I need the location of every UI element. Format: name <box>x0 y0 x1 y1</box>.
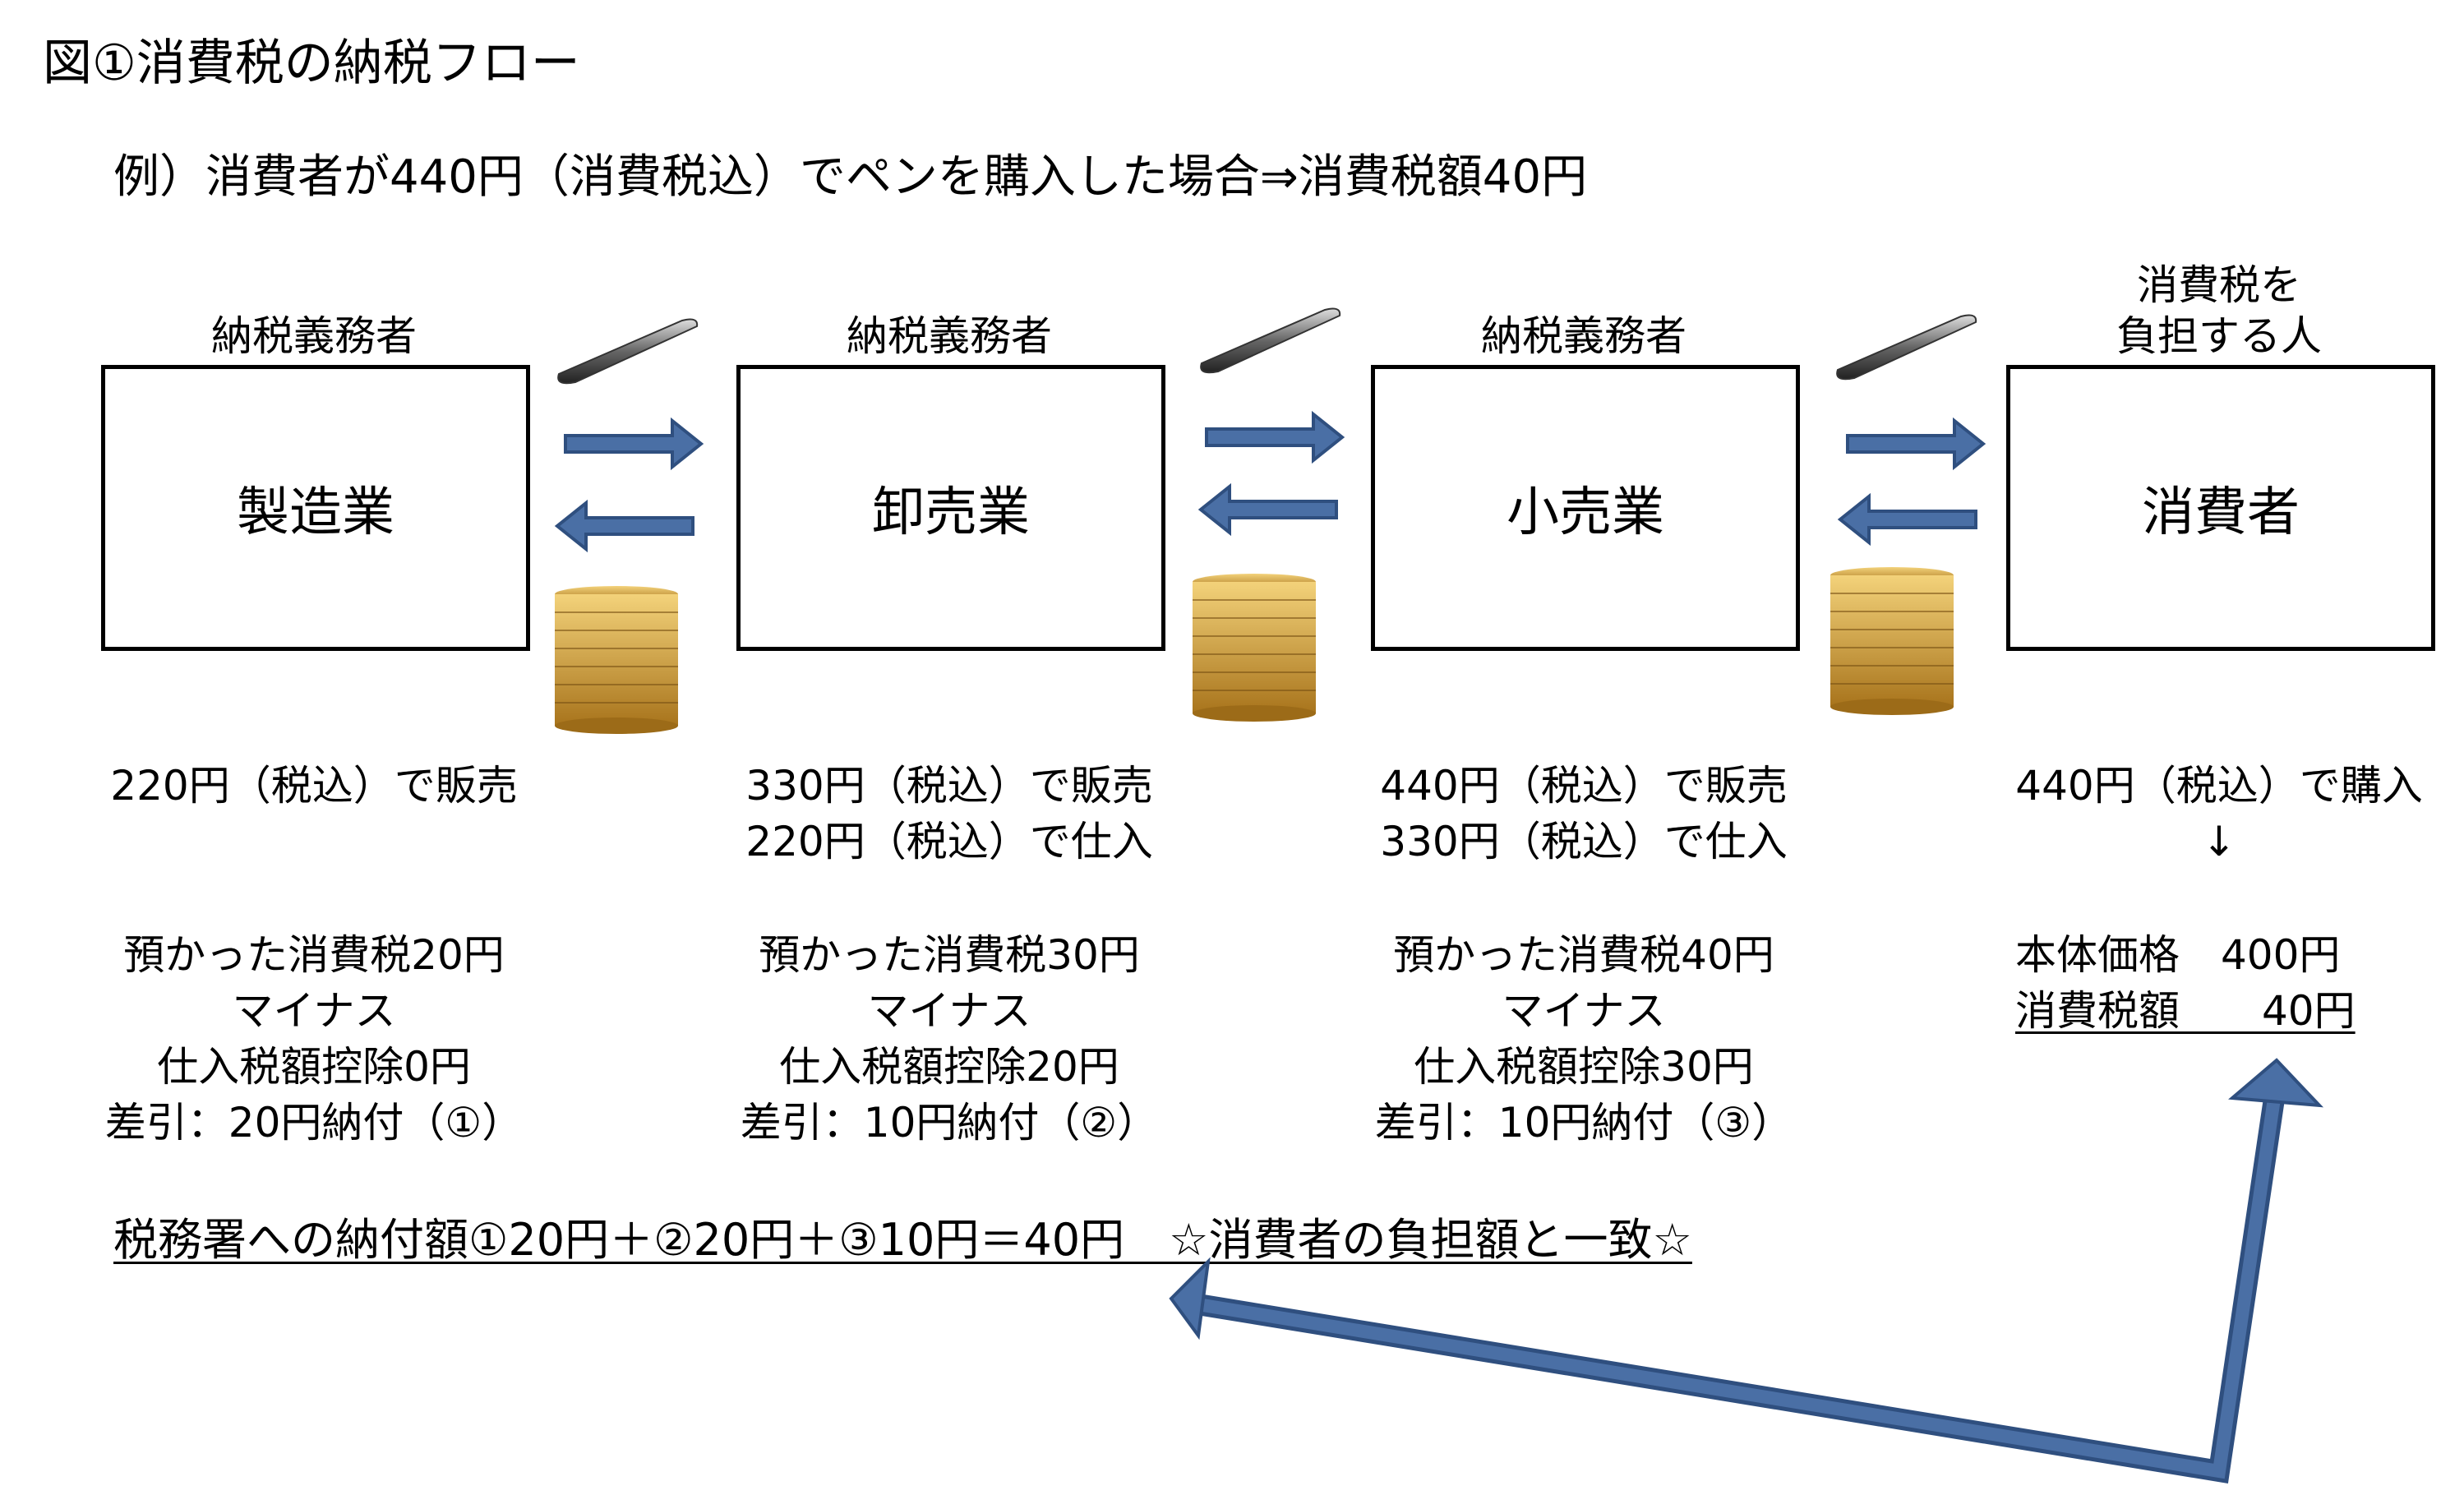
role-label: 納税義務者 <box>211 312 417 360</box>
box-wholesaler: 卸売業 <box>736 365 1165 651</box>
example-text: 例）消費者が440円（消費税込）でペンを購入した場合⇒消費税額40円 <box>113 150 1588 204</box>
arrow-left-icon <box>556 501 694 551</box>
role-label: 納税義務者 <box>847 312 1052 360</box>
calc-text: 預かった消費税20円マイナス仕入税額控除0円差引：20円納付（①） <box>104 931 524 1147</box>
arrow-left-icon <box>1199 485 1338 534</box>
coins-icon <box>1830 566 1954 716</box>
arrow-left-icon <box>1839 495 1977 544</box>
trade-text: 220円（税込）で販売 <box>110 762 518 810</box>
pen-icon <box>1836 314 1977 381</box>
coins-icon <box>554 585 679 735</box>
calc-text: 預かった消費税30円マイナス仕入税額控除20円差引：10円納付（②） <box>740 931 1159 1147</box>
pen-icon <box>1200 307 1341 374</box>
summary-text: 税務署への納付額①20円＋②20円＋③10円＝40円 ☆消費者の負担額と一致☆ <box>113 1214 1692 1266</box>
arrow-right-icon <box>1205 413 1344 462</box>
arrow-right-icon <box>1846 419 1985 468</box>
box-consumer: 消費者 <box>2006 365 2435 651</box>
role-line: 負担する人 <box>2116 312 2322 360</box>
role-line: 消費税を <box>2137 261 2301 309</box>
page-title: 図①消費税の納税フロー <box>43 35 580 92</box>
pen-icon <box>557 318 699 385</box>
coins-icon <box>1192 573 1317 722</box>
consumer-breakdown: 本体価格 400円消費税額 40円 <box>2015 931 2356 1035</box>
box-manufacturer: 製造業 <box>101 365 530 651</box>
role-label: 納税義務者 <box>1481 312 1687 360</box>
role-label-consumer: 消費税を 負担する人 <box>2005 260 2433 362</box>
arrow-right-icon <box>564 419 703 468</box>
trade-text: 440円（税込）で購入↓ <box>2015 762 2423 865</box>
calc-text: 預かった消費税40円マイナス仕入税額控除30円差引：10円納付（③） <box>1374 931 1793 1147</box>
box-retailer: 小売業 <box>1371 365 1800 651</box>
big-return-arrow <box>1169 1058 2324 1483</box>
